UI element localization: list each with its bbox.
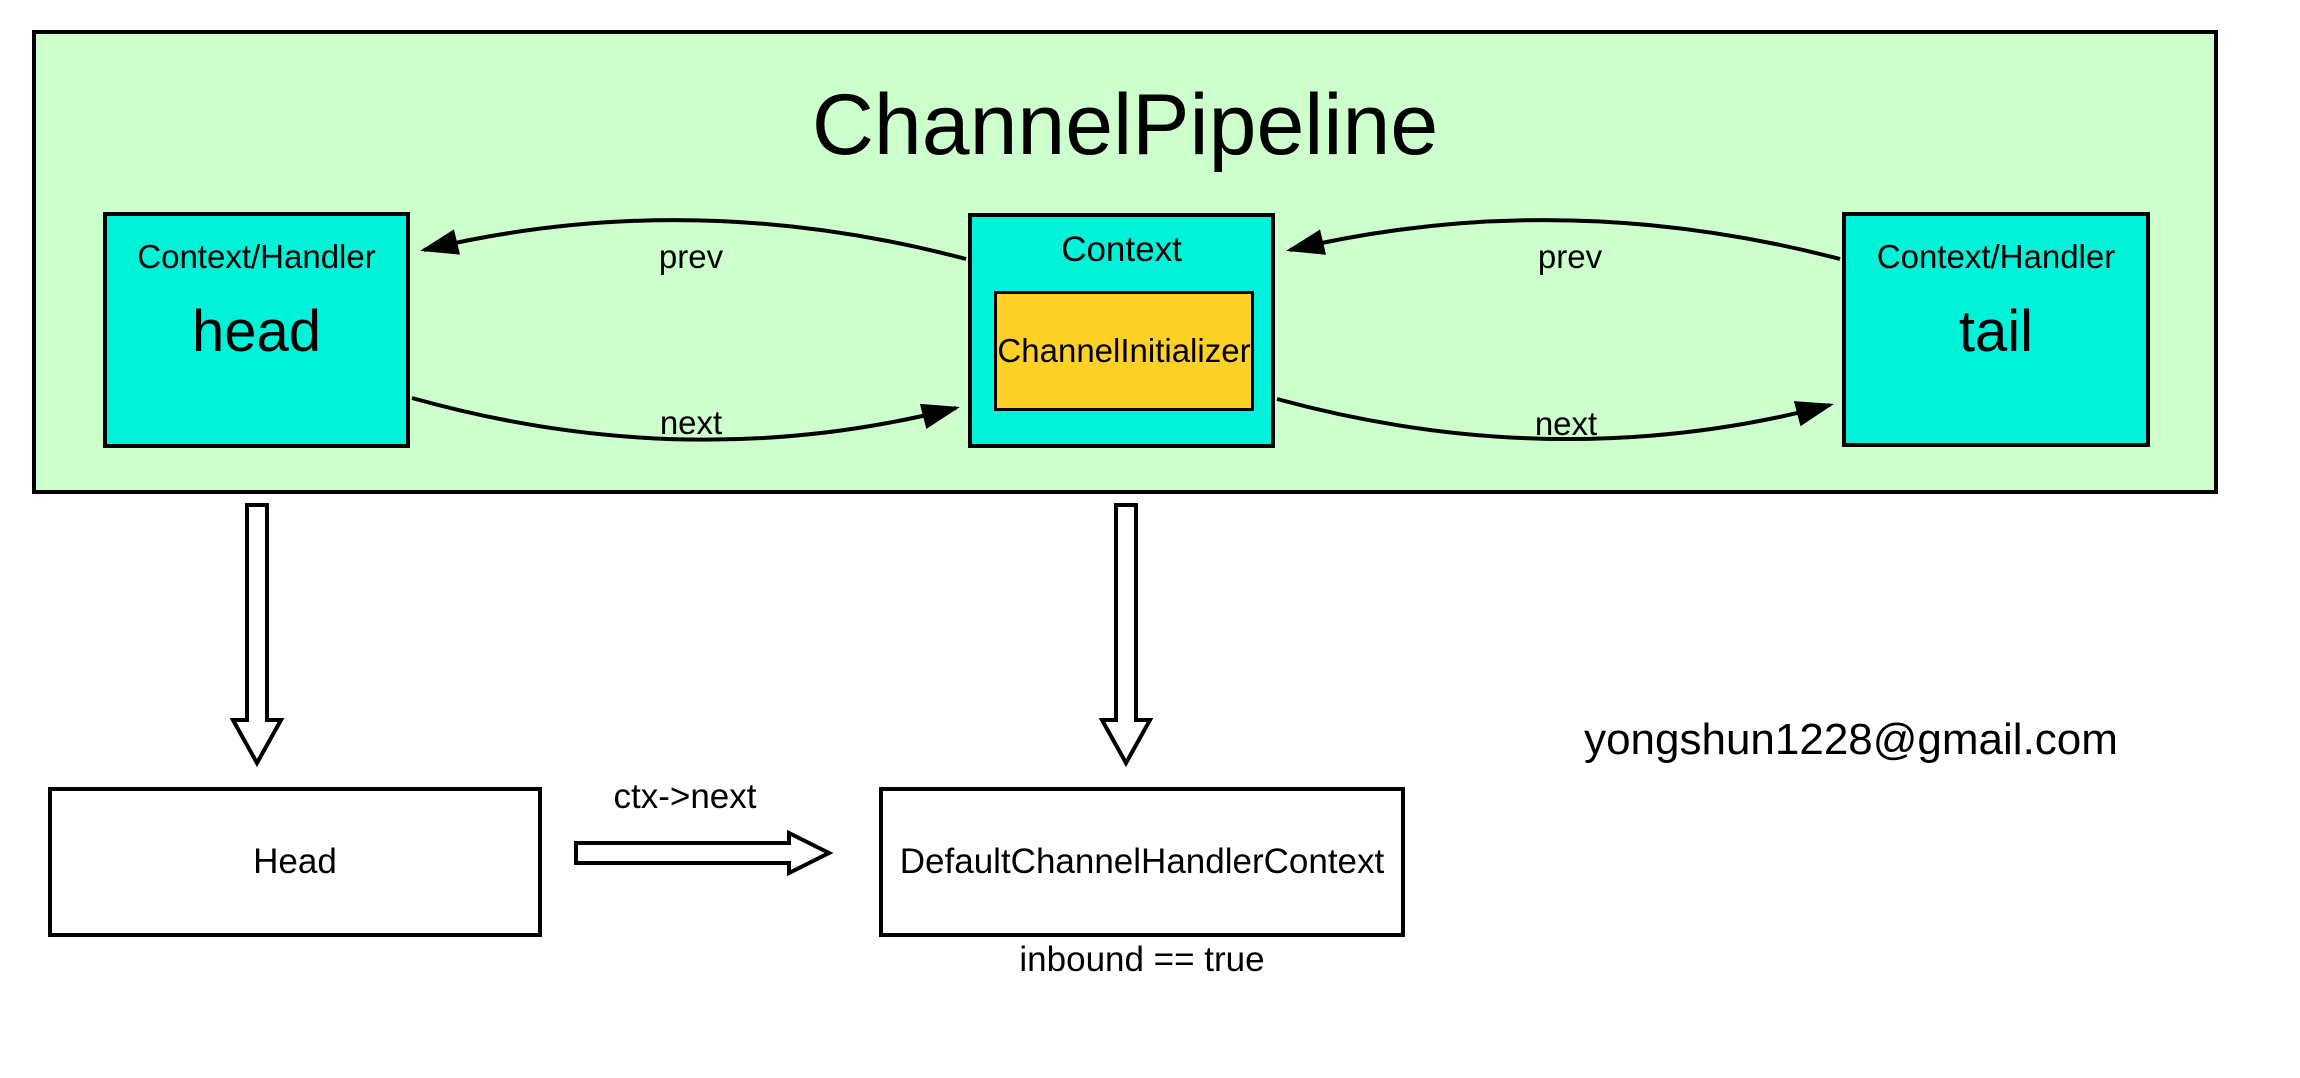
node-context: Context ChannelInitializer bbox=[968, 213, 1275, 448]
node-head-name: head bbox=[191, 299, 322, 364]
head-impl-box: Head bbox=[48, 787, 542, 937]
hollow-arrow-context-down bbox=[1098, 503, 1154, 768]
edge-label-right-next: next bbox=[1534, 405, 1598, 442]
node-head-type-label: Context/Handler bbox=[137, 238, 376, 275]
edge-label-left-next: next bbox=[659, 404, 723, 441]
ctx-next-label: ctx->next bbox=[613, 777, 757, 816]
node-tail-type-label: Context/Handler bbox=[1876, 238, 2116, 275]
node-context-type-label: Context bbox=[1061, 230, 1182, 269]
email-watermark: yongshun1228@gmail.com bbox=[1584, 715, 2118, 764]
channel-initializer-box: ChannelInitializer bbox=[994, 291, 1254, 411]
edge-label-left-prev: prev bbox=[658, 238, 724, 275]
node-tail-name: tail bbox=[1958, 299, 2034, 364]
hollow-arrow-ctx-next bbox=[574, 829, 834, 877]
node-tail: Context/Handler tail bbox=[1842, 212, 2150, 447]
hollow-arrow-head-down bbox=[229, 503, 285, 768]
node-head: Context/Handler head bbox=[103, 212, 410, 448]
edge-label-right-prev: prev bbox=[1537, 238, 1603, 275]
default-channel-handler-context-box: DefaultChannelHandlerContext bbox=[879, 787, 1405, 937]
inbound-condition-label: inbound == true bbox=[1019, 940, 1265, 979]
pipeline-title: ChannelPipeline bbox=[811, 77, 1439, 173]
